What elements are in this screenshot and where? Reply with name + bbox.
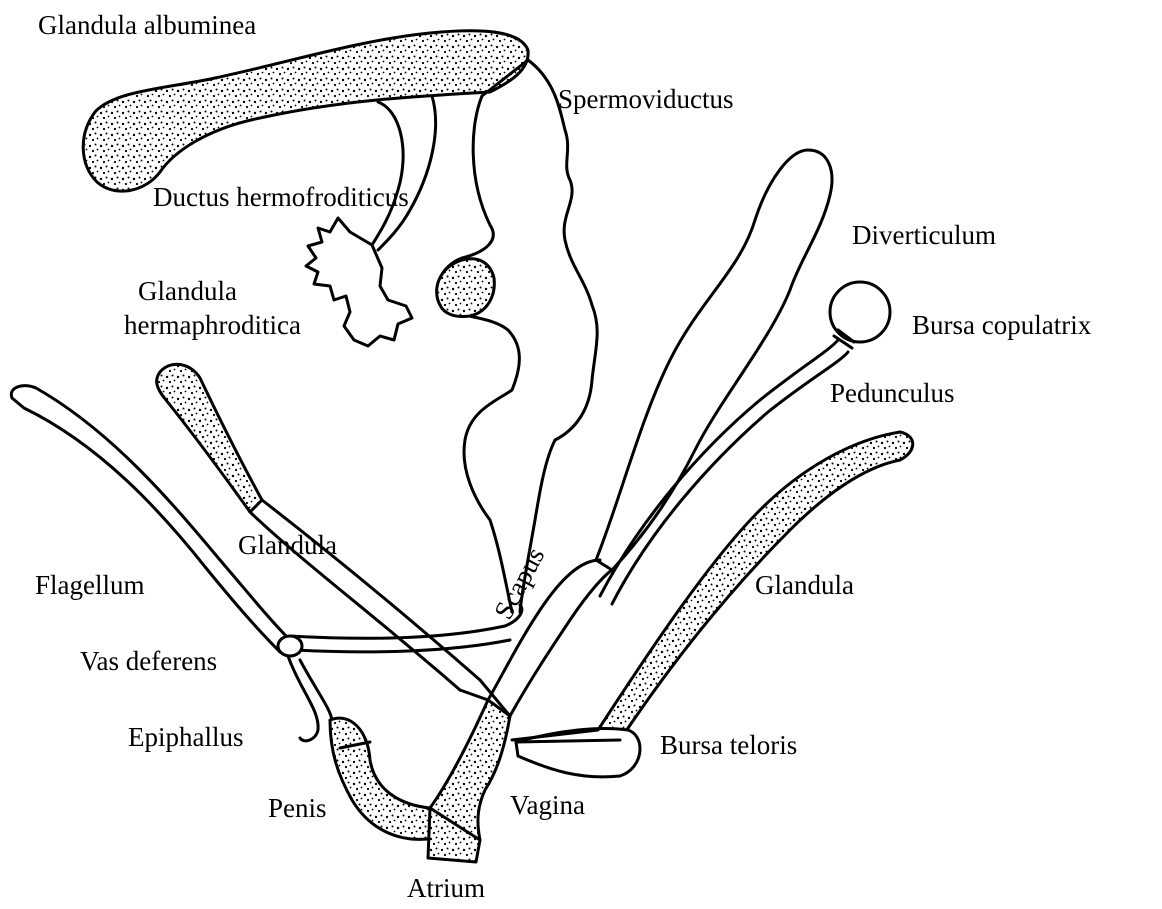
label-atrium: Atrium (407, 873, 485, 903)
epiphallus-shape (288, 656, 332, 741)
label-spermoviductus: Spermoviductus (558, 84, 734, 114)
left-gland-duct (250, 500, 480, 690)
label-ductus-hermofroditicus: Ductus hermofroditicus (153, 182, 409, 212)
label-glandula-right: Glandula (755, 570, 854, 600)
left-gland-shape (157, 364, 262, 512)
flagellum-shape (11, 386, 290, 652)
label-glandula-left: Glandula (238, 530, 337, 560)
label-bursa-copulatrix: Bursa copulatrix (912, 310, 1091, 340)
spermoviduct-left (437, 96, 519, 612)
spermoviduct-right (520, 60, 597, 612)
label-glandula-hermaphroditica-2: hermaphroditica (124, 310, 301, 340)
vas-deferens-junction (278, 636, 302, 656)
label-glandula-hermaphroditica-1: Glandula (138, 276, 237, 306)
label-vas-deferens: Vas deferens (80, 646, 217, 676)
penis-shape (330, 718, 436, 839)
label-epiphallus: Epiphallus (128, 722, 244, 752)
label-diverticulum: Diverticulum (852, 220, 996, 250)
label-pedunculus: Pedunculus (830, 378, 955, 408)
hermaphroditic-gland-shape (306, 218, 412, 346)
label-glandula-albuminea: Glandula albuminea (38, 10, 256, 40)
albumen-gland-shape (83, 31, 528, 191)
label-bursa-teloris: Bursa teloris (660, 730, 797, 760)
bursa-copulatrix-shape (830, 282, 890, 342)
bursa-teloris-shape (516, 729, 640, 777)
label-flagellum: Flagellum (35, 570, 145, 600)
label-penis: Penis (268, 793, 327, 823)
label-vagina: Vagina (510, 790, 585, 820)
hermaphroditic-duct (372, 102, 403, 245)
hermaphroditic-duct-inner (378, 96, 436, 250)
